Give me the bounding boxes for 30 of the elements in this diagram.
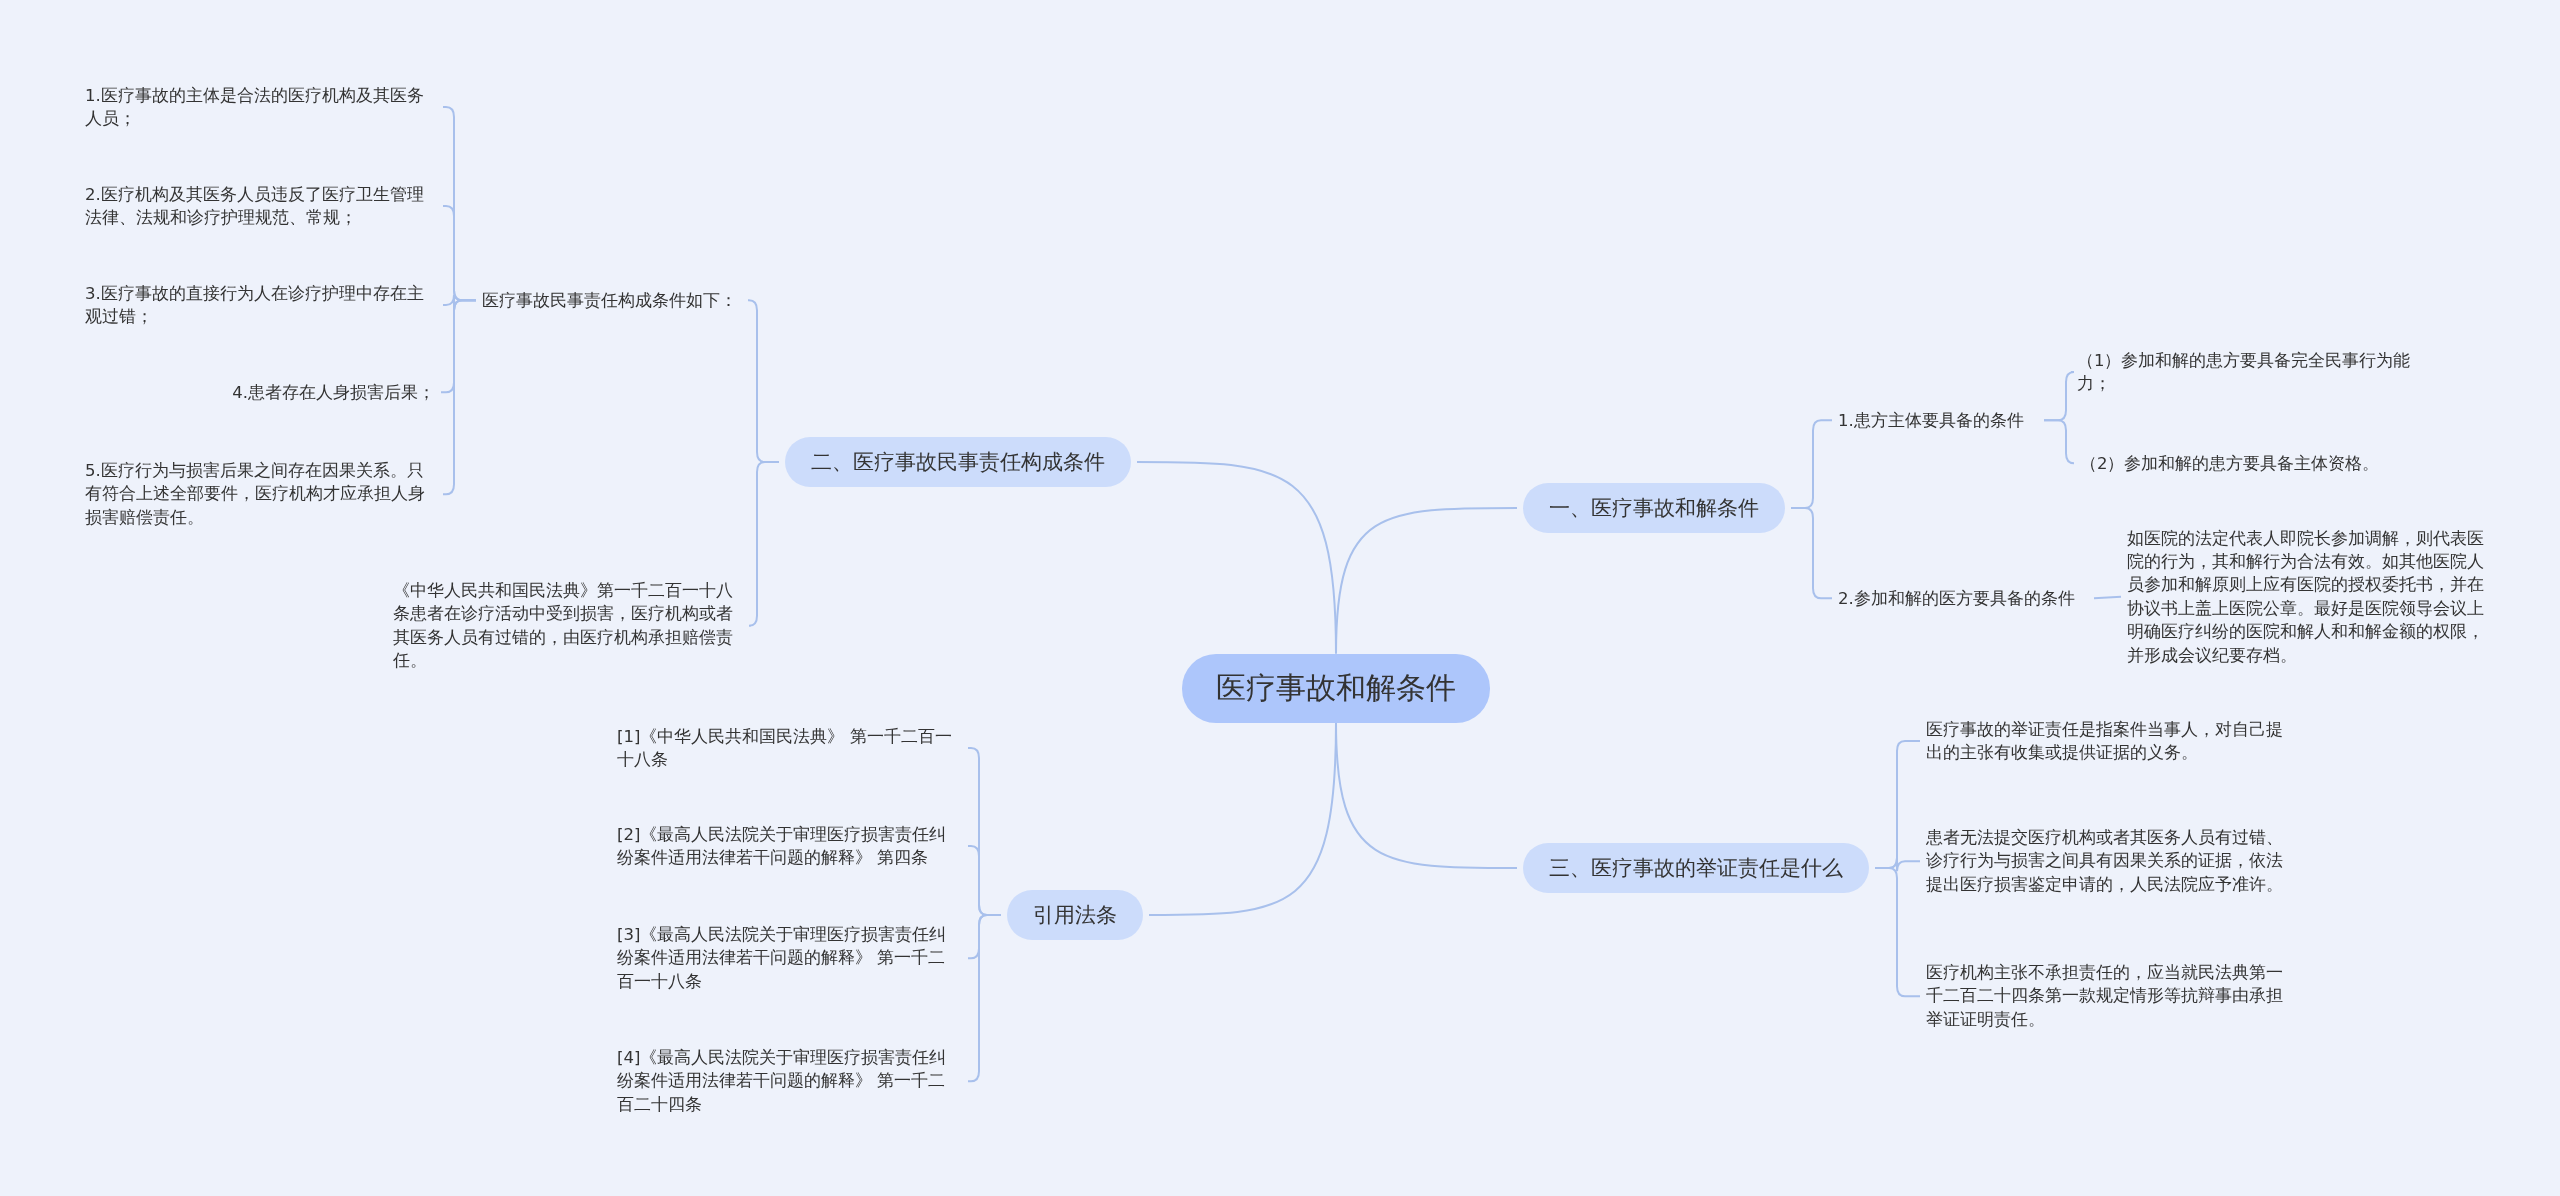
topic-text: 2.医疗机构及其医务人员违反了医疗卫生管理法律、法规和诊疗护理规范、常规； <box>85 183 425 229</box>
branch-topic: 二、医疗事故民事责任构成条件 <box>785 437 1131 487</box>
topic-text: 医疗事故的举证责任是指案件当事人，对自己提出的主张有收集或提供证据的义务。 <box>1926 718 2284 764</box>
topic-text: 4.患者存在人身损害后果； <box>231 381 435 404</box>
topic-text: 医疗事故民事责任构成条件如下： <box>482 289 738 312</box>
topic-text: 1.医疗事故的主体是合法的医疗机构及其医务人员； <box>85 84 425 130</box>
connector-line <box>748 461 780 627</box>
topic-text: 患者无法提交医疗机构或者其医务人员有过错、诊疗行为与损害之间具有因果关系的证据，依法提出医疗损害鉴定申请的，人民法院应予准许。 <box>1926 827 2284 896</box>
topic-text: 医疗机构主张不承担责任的，应当就民法典第一千二百二十四条第一款规定情形等抗辩事由承担举证证明责任。 <box>1926 962 2284 1031</box>
branch-topic: 一、医疗事故和解条件 <box>1523 483 1785 533</box>
topic-text: 如医院的法定代表人即院长参加调解，则代表医院的行为，其和解行为合法有效。如其他医院人员参加和解原则上应有医院的授权委托书，并在协议书上盖上医院公章。最好是医院领导会议上明确医疗纠纷的医院和解人和和解金额的权限，并形成会议纪要存档。 <box>2127 527 2485 667</box>
connector-line <box>2093 595 2122 600</box>
topic-text: 3.医疗事故的直接行为人在诊疗护理中存在主观过错； <box>85 282 425 328</box>
topic-text: 5.医疗行为与损害后果之间存在因果关系。只有符合上述全部要件，医疗机构才应承担人身损害赔偿责任。 <box>85 460 426 529</box>
topic-text: [4]《最高人民法院关于审理医疗损害责任纠纷案件适用法律若干问题的解释》 第一千二百二十四条 <box>617 1047 948 1116</box>
topic-text: 2.参加和解的医方要具备的条件 <box>1838 587 2076 610</box>
topic-text: 1.患方主体要具备的条件 <box>1838 409 2025 432</box>
topic-text: [3]《最高人民法院关于审理医疗损害责任纠纷案件适用法律若干问题的解释》 第一千二百一十八条 <box>617 924 948 993</box>
connector-line <box>1148 721 1337 916</box>
central-topic: 医疗事故和解条件 <box>1182 653 1490 723</box>
branch-topic: 三、医疗事故的举证责任是什么 <box>1523 843 1869 893</box>
topic-text: [1]《中华人民共和国民法典》 第一千二百一十八条 <box>617 725 953 771</box>
topic-text: （2）参加和解的患方要具备主体资格。 <box>2080 452 2381 475</box>
branch-topic: 引用法条 <box>1007 890 1143 940</box>
topic-text: 《中华人民共和国民法典》第一千二百一十八条患者在诊疗活动中受到损害，医疗机构或者其医务人员有过错的，由医疗机构承担赔偿责任。 <box>393 580 734 673</box>
connector-line <box>2043 419 2075 465</box>
topic-text: [2]《最高人民法院关于审理医疗损害责任纠纷案件适用法律若干问题的解释》 第四条 <box>617 823 948 869</box>
connector-line <box>967 914 1002 1083</box>
connector-line <box>442 299 477 496</box>
topic-text: （1）参加和解的患方要具备完全民事行为能力； <box>2077 349 2412 395</box>
